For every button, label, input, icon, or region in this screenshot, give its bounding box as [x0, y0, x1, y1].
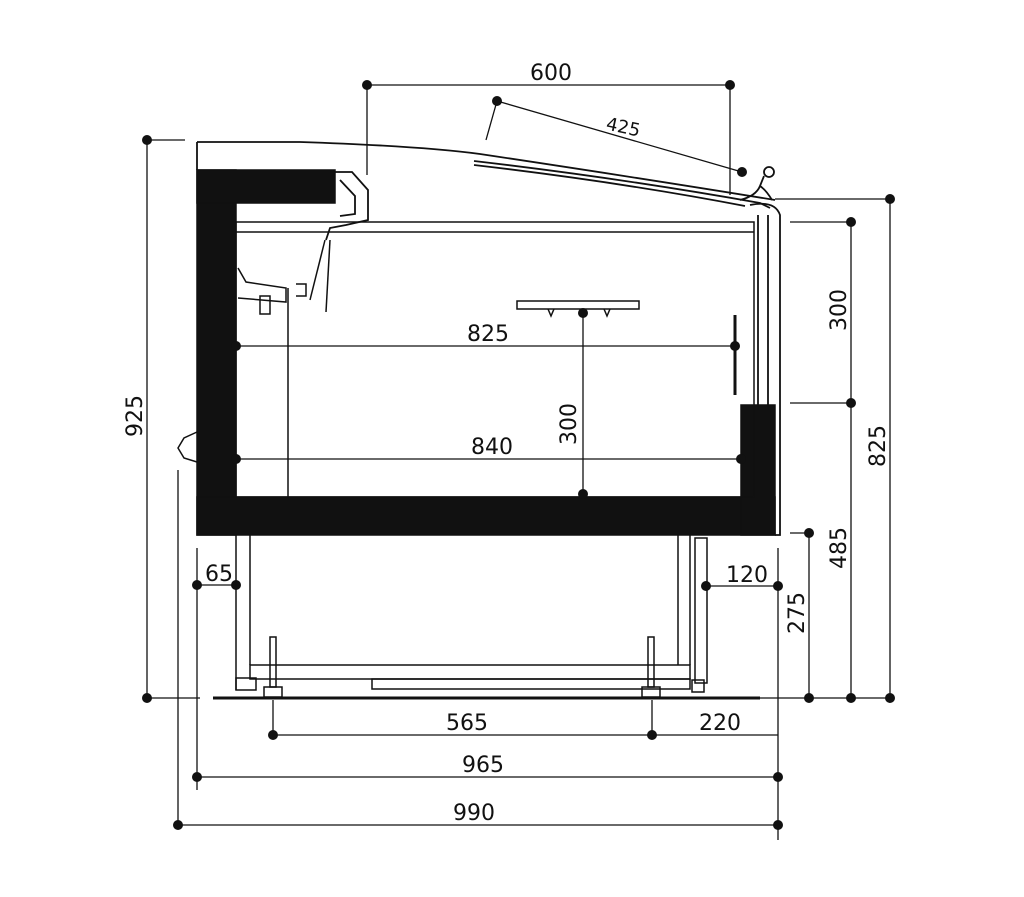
dim-right-offset: 120	[726, 563, 768, 588]
left-adjust-pad	[263, 686, 283, 698]
sliding-lid	[473, 160, 771, 209]
dim-overall-height: 925	[123, 395, 148, 437]
lid-handle	[739, 175, 773, 201]
dim-base-height: 275	[785, 592, 810, 634]
left-divider-rod-2	[325, 239, 331, 313]
center-base	[371, 678, 691, 690]
dim-inner-depth: 300	[557, 403, 582, 445]
inner-tank	[235, 221, 755, 498]
dim-left-offset: 65	[205, 562, 233, 587]
cabinet-body	[196, 169, 776, 536]
top-cover	[197, 141, 776, 201]
left-bracket-inner	[339, 179, 356, 217]
left-external-handle	[177, 431, 198, 463]
left-shelf-clip	[259, 295, 271, 315]
sliding-lid-lower	[473, 164, 746, 207]
right-panel	[694, 537, 708, 684]
dim-body-width: 965	[462, 753, 504, 778]
left-shelf-bracket	[237, 267, 287, 303]
lid-assembly	[196, 141, 781, 536]
dim-top-height: 825	[866, 425, 891, 467]
left-bracket	[325, 171, 369, 241]
floor-wall	[196, 496, 776, 536]
center-shelf	[516, 300, 640, 310]
dim-overall-width: 990	[453, 801, 495, 826]
dimension-lines	[146, 84, 891, 840]
center-shelf-tabs	[547, 308, 611, 318]
left-base-foot	[235, 677, 257, 691]
dim-inner-width-upper: 825	[467, 322, 509, 347]
right-rim	[749, 202, 781, 536]
left-hook	[296, 283, 307, 297]
dim-glass-height: 300	[827, 289, 852, 331]
dim-rim-height: 485	[827, 527, 852, 569]
interior-details	[177, 239, 737, 497]
left-divider-rod	[309, 239, 326, 301]
lid-handle-knob	[763, 166, 775, 178]
dimension-labels: 600 425 825 840 300 925 300 825 485 275 …	[123, 61, 891, 826]
right-stop	[691, 679, 705, 693]
base-stand	[213, 535, 760, 700]
dim-top-width: 600	[530, 61, 572, 86]
dim-inner-width-lower: 840	[471, 435, 513, 460]
right-wall	[740, 404, 776, 536]
dim-foot-spacing: 565	[446, 711, 488, 736]
dim-lid-length: 425	[604, 114, 642, 142]
top-left-block	[196, 169, 336, 204]
dimension-dots	[142, 80, 895, 830]
dim-right-foot-offset: 220	[699, 711, 741, 736]
left-wall	[196, 169, 237, 536]
base-rail	[249, 664, 691, 680]
